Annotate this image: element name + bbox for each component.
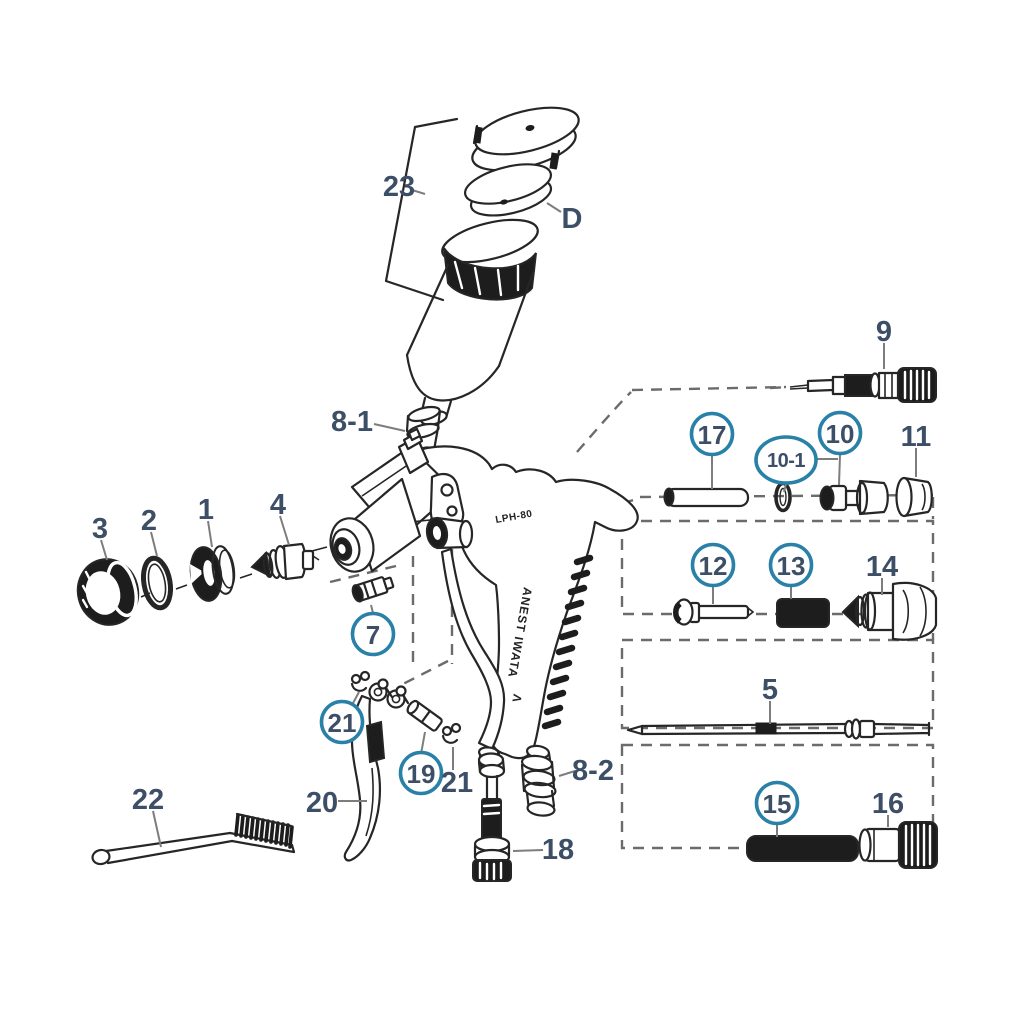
part-2-o-ring	[140, 555, 174, 611]
part-15-valve-spring	[746, 835, 859, 862]
svg-text:10-1: 10-1	[767, 450, 805, 472]
callout-16: 16	[872, 788, 904, 827]
callout-8-2: 8-2	[558, 755, 614, 787]
svg-text:17: 17	[698, 420, 727, 450]
part-7-joint	[351, 576, 395, 603]
callout-18: 18	[512, 834, 574, 866]
part-22-cleaning-brush	[91, 812, 296, 866]
callout-15-circled: 15	[754, 780, 800, 837]
svg-text:8-2: 8-2	[572, 755, 614, 787]
svg-text:3: 3	[92, 513, 108, 545]
callout-21-circled: 21	[319, 691, 365, 745]
brush-bristles	[234, 813, 294, 849]
callout-7-circled: 7	[350, 604, 396, 657]
part-13-valve-spring-seat	[776, 598, 830, 628]
part-4-fluid-nozzle	[250, 542, 320, 581]
bracket-23	[384, 117, 459, 302]
svg-text:21: 21	[441, 767, 473, 799]
callout-10-1-circled: 10-1	[754, 435, 818, 493]
callout-9: 9	[876, 316, 892, 369]
svg-text:11: 11	[901, 421, 932, 453]
part-1-air-cap	[189, 545, 236, 602]
svg-text:16: 16	[872, 788, 904, 820]
part-10-air-valve	[819, 479, 889, 516]
callout-13-circled: 13	[768, 542, 814, 599]
callout-11: 11	[901, 421, 932, 477]
cup-filter-d	[464, 163, 553, 217]
part-11-valve-seat	[895, 476, 933, 518]
paint-cup-assembly	[384, 106, 580, 426]
svg-text:D: D	[562, 203, 583, 235]
part-5-fluid-needle	[626, 718, 931, 740]
svg-text:20: 20	[306, 787, 338, 819]
svg-text:4: 4	[270, 489, 286, 521]
svg-text:14: 14	[866, 551, 898, 583]
svg-text:18: 18	[542, 834, 574, 866]
callout-2: 2	[141, 505, 158, 557]
callout-14: 14	[866, 551, 898, 595]
callout-4: 4	[270, 489, 290, 546]
svg-text:8-1: 8-1	[331, 406, 373, 438]
part-18-air-valve-set	[472, 752, 512, 882]
part-21-e-clip-right	[441, 722, 462, 744]
part-12-valve-stem	[673, 598, 755, 626]
gun-body: LPH-80 ANEST IWATA Λ	[329, 427, 639, 771]
part-16-air-adjust-valve	[858, 821, 938, 869]
svg-text:5: 5	[762, 674, 778, 706]
svg-text:13: 13	[777, 551, 806, 581]
callout-3: 3	[92, 513, 108, 561]
part-8-2-joint	[520, 754, 557, 817]
part-9-needle-set	[789, 367, 937, 403]
callout-8-1: 8-1	[331, 406, 406, 438]
svg-text:12: 12	[699, 551, 728, 581]
part-19-trigger-pin	[406, 699, 443, 732]
part-21-e-clip-left	[350, 670, 371, 692]
svg-text:22: 22	[132, 784, 164, 816]
trigger-pivot-studs	[377, 678, 410, 705]
svg-text:1: 1	[198, 494, 214, 526]
callout-10-circled: 10	[817, 410, 863, 486]
callout-1: 1	[198, 494, 214, 548]
cup-body	[405, 218, 539, 426]
callout-D: D	[546, 202, 583, 235]
callout-5: 5	[762, 674, 778, 724]
part-3-retaining-ring	[76, 558, 140, 626]
callout-19-circled: 19	[398, 731, 444, 796]
part-17-valve-pin	[663, 487, 750, 508]
callout-20: 20	[306, 787, 367, 819]
callout-17-circled: 17	[689, 411, 735, 489]
svg-text:15: 15	[763, 789, 792, 819]
svg-text:10: 10	[826, 419, 855, 449]
callout-22: 22	[132, 784, 164, 848]
handle-grip-ridges	[541, 554, 594, 730]
svg-text:2: 2	[141, 505, 157, 537]
svg-text:21: 21	[328, 708, 357, 738]
svg-text:19: 19	[407, 759, 436, 789]
brand-logo-icon: Λ	[509, 693, 524, 704]
svg-text:7: 7	[366, 620, 380, 650]
callout-23: 23	[383, 171, 426, 203]
svg-text:23: 23	[383, 171, 415, 203]
svg-text:9: 9	[876, 316, 892, 348]
part-14-adjust-knob	[841, 581, 938, 641]
callout-12-circled: 12	[690, 542, 736, 604]
gun-front-frame	[440, 547, 506, 751]
callout-21: 21	[441, 747, 473, 799]
